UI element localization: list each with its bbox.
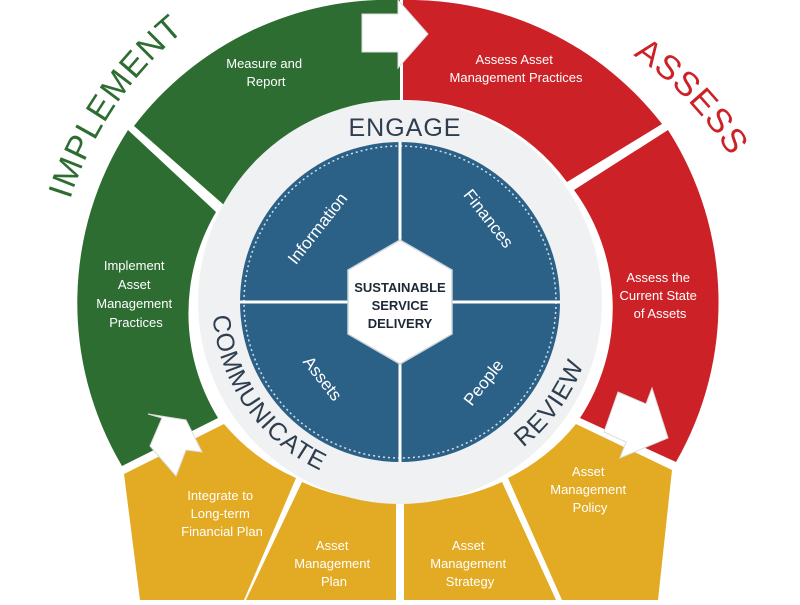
label-assess-state: Assess the Current State of Assets bbox=[620, 270, 701, 321]
outer-ring bbox=[77, 0, 719, 600]
assess-path: ASSESS bbox=[628, 31, 754, 162]
label-am-plan: Asset Management Plan bbox=[294, 538, 374, 589]
ring-word-engage: ENGAGE bbox=[349, 114, 462, 142]
segment-measure-report bbox=[134, 0, 400, 205]
segment-am-strategy bbox=[404, 482, 556, 600]
segment-integrate-plan bbox=[124, 424, 296, 600]
label-measure-report: Measure and Report bbox=[226, 56, 306, 89]
segment-assess-practices bbox=[403, 0, 662, 182]
arrow-right-icon bbox=[361, 0, 429, 70]
label-am-policy: Asset Management Policy bbox=[550, 464, 630, 515]
arrow-down-icon bbox=[603, 386, 669, 459]
label-integrate-plan: Integrate to Long-term Financial Plan bbox=[181, 488, 263, 539]
center-hexagon bbox=[347, 239, 453, 365]
center-line-3: DELIVERY bbox=[368, 316, 433, 331]
phase-label-assess: ASSESS bbox=[628, 31, 755, 162]
label-assess-practices: Assess Asset Management Practices bbox=[450, 52, 583, 85]
center-line-1: SUSTAINABLE bbox=[354, 280, 446, 295]
segment-am-plan bbox=[246, 482, 396, 600]
segment-am-policy bbox=[508, 424, 672, 600]
center-line-2: SERVICE bbox=[372, 298, 429, 313]
label-am-strategy: Asset Management Strategy bbox=[430, 538, 510, 589]
label-implement-practices: Implement Asset Management Practices bbox=[96, 258, 176, 330]
arrow-up-icon bbox=[147, 413, 203, 477]
segment-assess-state bbox=[574, 130, 719, 462]
cycle-arrows bbox=[147, 0, 669, 477]
segment-implement-practices bbox=[77, 130, 218, 466]
